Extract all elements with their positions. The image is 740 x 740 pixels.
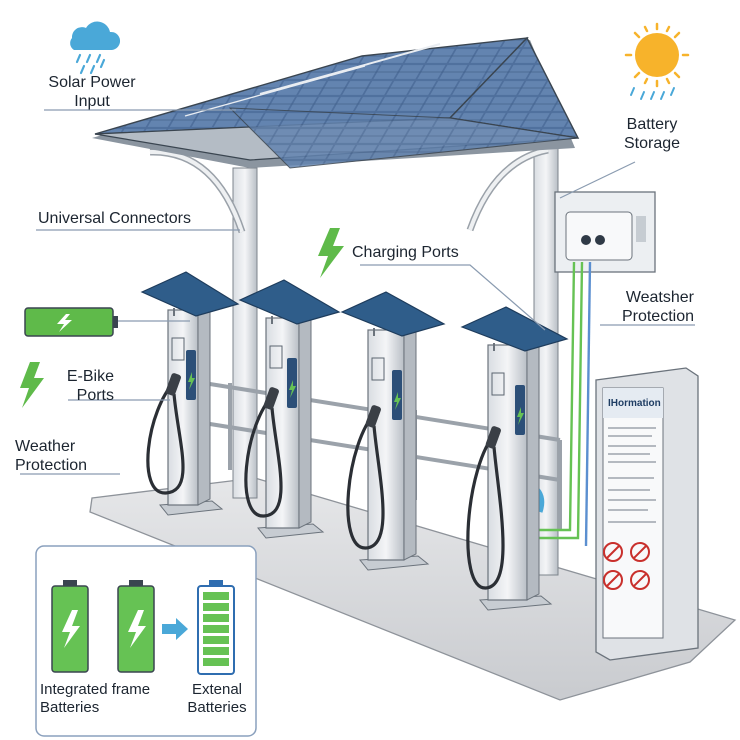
charging-unit xyxy=(460,306,569,611)
label-line: Battery xyxy=(626,116,678,133)
label-charging-ports: Charging Ports xyxy=(352,244,459,261)
label-line: Protection xyxy=(15,457,88,474)
cloud-rain-icon xyxy=(70,21,121,75)
charging-unit xyxy=(238,279,341,539)
label-weather-protection-left: Weather Protection xyxy=(15,437,87,475)
label-line: Solar Power xyxy=(48,74,136,91)
label-line: Integrated frame xyxy=(40,681,151,698)
lightning-bolt-icon xyxy=(318,228,344,278)
label-line: Weatsher xyxy=(625,289,694,306)
label-line: E-Bike xyxy=(66,368,114,385)
label-universal-connectors: Universal Connectors xyxy=(38,210,191,227)
leader-lines xyxy=(20,109,695,475)
kiosk-header: IHormation xyxy=(608,398,661,409)
label-line: Batteries xyxy=(40,699,100,716)
label-line: Input xyxy=(74,93,110,110)
solar-panel-roof xyxy=(92,36,580,169)
label-ebike-ports: E-Bike Ports xyxy=(48,367,114,405)
information-kiosk xyxy=(595,367,699,661)
sun-icon xyxy=(624,22,690,100)
label-external-batteries: Extenal Batteries xyxy=(184,681,250,717)
battery-icon xyxy=(24,307,118,337)
label-battery-storage: Battery Storage xyxy=(612,115,692,153)
label-line: Extenal xyxy=(191,681,243,698)
charging-unit xyxy=(340,291,446,571)
charging-unit xyxy=(140,271,240,516)
label-line: Ports xyxy=(76,387,114,404)
label-integrated-batteries: Integrated frame Batteries xyxy=(40,681,150,717)
battery-storage-box xyxy=(554,191,656,273)
battery-types-inset xyxy=(35,545,257,737)
label-line: Batteries xyxy=(187,699,247,716)
label-solar-power-input: Solar Power Input xyxy=(40,73,144,111)
label-line: Storage xyxy=(623,135,681,152)
charging-units xyxy=(140,271,569,611)
label-line: Weather xyxy=(15,438,76,455)
lightning-bolt-icon xyxy=(20,362,44,408)
label-weather-protection-right: Weatsher Protection xyxy=(590,288,694,326)
label-line: Protection xyxy=(621,308,694,325)
